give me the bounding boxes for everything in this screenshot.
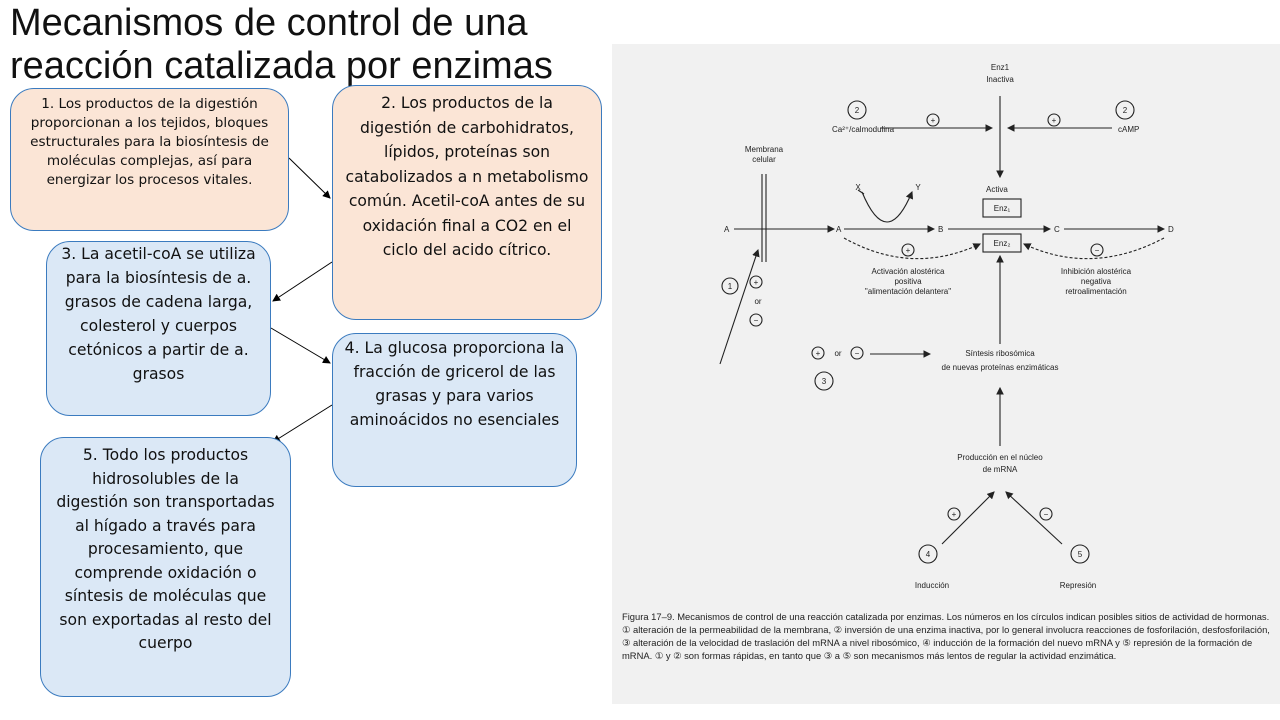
- membrana-label: Membrana: [745, 145, 784, 154]
- arrow-1-to-2: [288, 157, 331, 199]
- text-box-1-content: 1. Los productos de la digestión proporc…: [30, 96, 269, 188]
- arrow-3-to-4: [270, 327, 331, 364]
- product-c: C: [1054, 225, 1060, 234]
- enz1-box-label: Enz₁: [994, 204, 1011, 213]
- arrow-4-to-5: [272, 404, 333, 443]
- circle-number-4: 4: [926, 550, 931, 559]
- text-box-4: 4. La glucosa proporciona la fracción de…: [332, 333, 577, 487]
- inactiva-label: Inactiva: [986, 75, 1014, 84]
- text-box-5: 5. Todo los productos hidrosolubles de l…: [40, 437, 291, 697]
- substrate-a-left: A: [724, 225, 730, 234]
- induccion-label: Inducción: [915, 581, 949, 590]
- figure-diagram: Enz1 Inactiva Ca²⁺/calmodulina cAMP Memb…: [719, 63, 1174, 590]
- connector-arrows: [270, 157, 333, 443]
- inhibicion-label-3: retroalimentación: [1065, 287, 1126, 296]
- circle-number-1: 1: [728, 282, 733, 291]
- enzyme-control-figure: Enz1 Inactiva Ca²⁺/calmodulina cAMP Memb…: [612, 44, 1280, 704]
- minus-sign-translation: −: [855, 349, 860, 358]
- plus-sign-induction: +: [952, 510, 957, 519]
- inhibicion-label-1: Inhibición alostérica: [1061, 267, 1132, 276]
- minus-sign-inhibition: −: [1095, 246, 1100, 255]
- plus-sign-translation: +: [816, 349, 821, 358]
- text-box-2-content: 2. Los productos de la digestión de carb…: [345, 94, 589, 259]
- sintesis-label-1: Síntesis ribosómica: [965, 349, 1035, 358]
- sintesis-label-2: de nuevas proteínas enzimáticas: [942, 363, 1059, 372]
- celular-label: celular: [752, 155, 776, 164]
- activacion-label-1: Activación alostérica: [872, 267, 945, 276]
- inhibicion-label-2: negativa: [1081, 277, 1112, 286]
- slide-title: Mecanismos de control de una reacción ca…: [10, 2, 553, 87]
- plus-sign-camp: +: [1052, 116, 1057, 125]
- enz1-label: Enz1: [991, 63, 1010, 72]
- produccion-label-1: Producción en el núcleo: [957, 453, 1043, 462]
- y-label: Y: [915, 183, 921, 192]
- arrow-2-to-3: [272, 261, 333, 302]
- circle-number-2a: 2: [855, 106, 860, 115]
- product-b: B: [938, 225, 943, 234]
- camp-label: cAMP: [1118, 125, 1139, 134]
- text-box-2: 2. Los productos de la digestión de carb…: [332, 85, 602, 320]
- represion-label: Represión: [1060, 581, 1096, 590]
- plus-sign-ca: +: [931, 116, 936, 125]
- or-label-2: or: [834, 349, 841, 358]
- text-box-3-content: 3. La acetil-coA se utiliza para la bios…: [61, 245, 256, 383]
- circle-number-5: 5: [1078, 550, 1083, 559]
- figure-caption: Figura 17–9. Mecanismos de control de un…: [622, 611, 1270, 661]
- circle-number-2b: 2: [1123, 106, 1128, 115]
- text-box-3: 3. La acetil-coA se utiliza para la bios…: [46, 241, 271, 416]
- minus-sign-membrane: −: [754, 316, 759, 325]
- minus-sign-repression: −: [1044, 510, 1049, 519]
- ca-calmodulina-label: Ca²⁺/calmodulina: [832, 125, 895, 134]
- text-box-5-content: 5. Todo los productos hidrosolubles de l…: [56, 446, 275, 652]
- activa-label: Activa: [986, 185, 1008, 194]
- plus-sign-activation: +: [906, 246, 911, 255]
- text-box-1: 1. Los productos de la digestión proporc…: [10, 88, 289, 231]
- substrate-a-right: A: [836, 225, 842, 234]
- produccion-label-2: de mRNA: [983, 465, 1018, 474]
- plus-sign-membrane: +: [754, 278, 759, 287]
- text-box-4-content: 4. La glucosa proporciona la fracción de…: [344, 339, 565, 429]
- or-label-1: or: [754, 297, 761, 306]
- circle-number-3: 3: [822, 377, 827, 386]
- enz2-box-label: Enz₂: [994, 239, 1011, 248]
- activacion-label-3: "alimentación delantera": [865, 287, 951, 296]
- x-label: X: [855, 183, 861, 192]
- activacion-label-2: positiva: [894, 277, 922, 286]
- product-d: D: [1168, 225, 1174, 234]
